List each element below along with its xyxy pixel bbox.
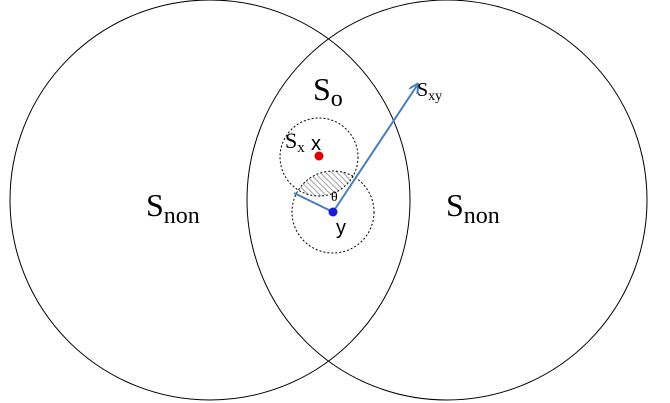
point-y xyxy=(328,207,338,217)
label-s-non-right: Snon xyxy=(446,187,500,229)
label-s-x: Sx xyxy=(285,128,305,156)
label-x: x xyxy=(311,133,321,155)
point-x xyxy=(314,151,324,161)
label-theta: θ xyxy=(331,190,338,205)
circle-s-x xyxy=(279,117,359,197)
vector-to-left xyxy=(293,192,334,213)
label-y: y xyxy=(336,217,346,239)
label-s-non-left: Snon xyxy=(146,187,200,229)
label-s-o: So xyxy=(313,71,343,112)
vector-s-xy-arrow xyxy=(332,84,418,213)
right-big-circle xyxy=(246,0,648,401)
label-s-xy: Sxy xyxy=(417,79,442,104)
left-big-circle xyxy=(9,0,411,401)
circle-y xyxy=(291,170,375,254)
